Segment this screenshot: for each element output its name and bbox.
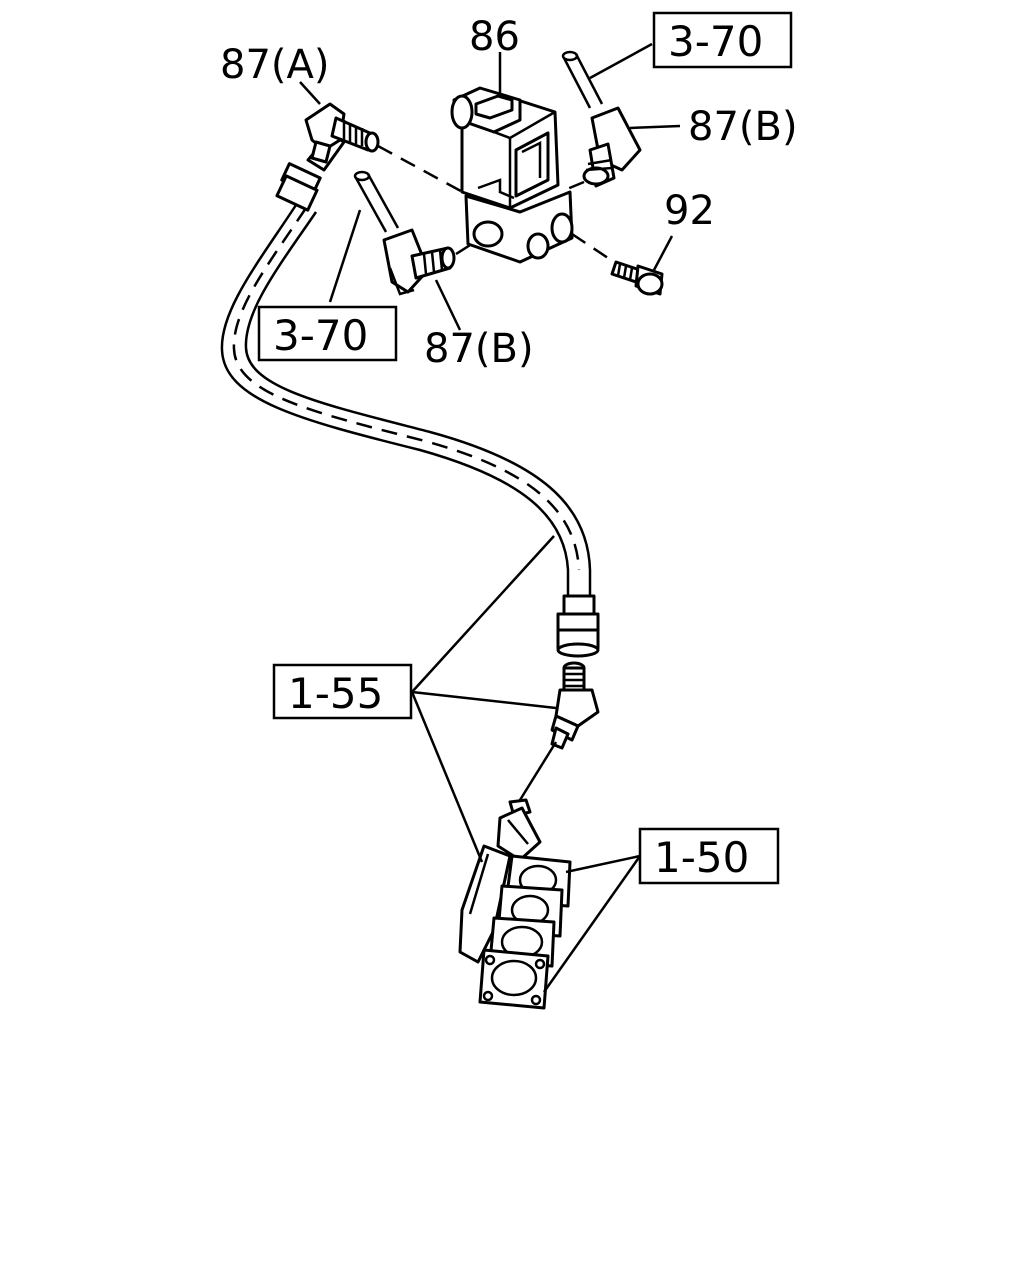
ref-label-1-55: 1-55 xyxy=(288,669,383,718)
label-solenoid-86: 86 xyxy=(469,14,520,60)
leader-lines xyxy=(299,42,681,993)
tee-fitting xyxy=(550,661,600,750)
ref-box-1-50: 1-50 xyxy=(638,827,780,885)
guide-line-a xyxy=(377,144,471,198)
label-elbow-87b-upper: 87(B) xyxy=(688,104,798,150)
elbow-fitting-b-lower xyxy=(353,170,456,296)
ref-label-3-70-top: 3-70 xyxy=(668,17,763,66)
manifold-adapter xyxy=(458,798,572,1010)
elbow-fitting-a xyxy=(304,102,380,164)
connector-line-tee-manifold xyxy=(518,741,558,801)
label-elbow-87b-lower: 87(B) xyxy=(424,326,534,372)
ref-label-1-50: 1-50 xyxy=(654,833,749,882)
ref-label-3-70-left: 3-70 xyxy=(273,311,368,360)
guide-line-b-lower xyxy=(455,238,479,256)
elbow-fitting-b-upper xyxy=(561,50,642,188)
label-bolt-92: 92 xyxy=(664,188,715,234)
guide-line-b-upper xyxy=(559,180,585,194)
bolt xyxy=(610,260,664,296)
label-elbow-87a: 87(A) xyxy=(220,42,329,88)
guide-line-bolt xyxy=(571,232,615,264)
ref-box-3-70-left: 3-70 xyxy=(257,305,398,362)
hose-lower-fitting xyxy=(556,594,600,658)
solenoid-valve xyxy=(450,86,574,264)
ref-box-3-70-top: 3-70 xyxy=(652,11,793,69)
ref-box-1-55: 1-55 xyxy=(272,663,413,720)
vacuum-hose xyxy=(220,204,592,600)
